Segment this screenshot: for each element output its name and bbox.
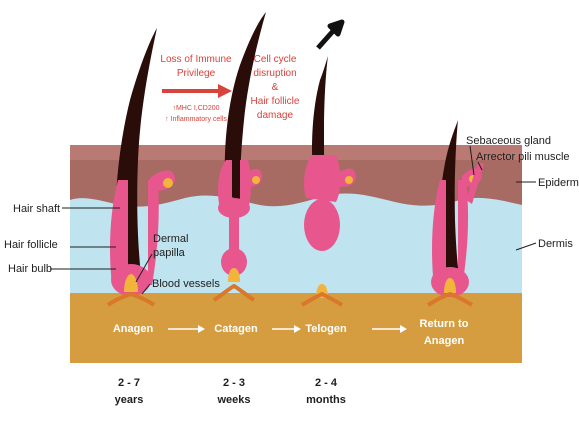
- annotation-immune-1: Loss of Immune: [160, 54, 232, 65]
- stage-catagen: Catagen: [214, 323, 258, 335]
- sebaceous-gland-dot: [345, 176, 353, 184]
- epithelial-strand: [229, 212, 239, 252]
- stage-anagen: Anagen: [113, 323, 154, 335]
- label-arrector-pili: Arrector pili muscle: [476, 151, 570, 163]
- duration-anagen-1: 2 - 7: [118, 377, 140, 389]
- stage-return-1: Return to: [420, 318, 469, 330]
- stage-return-2: Anagen: [424, 335, 465, 347]
- annotation-cellcycle-1: Cell cycle: [254, 54, 297, 65]
- duration-anagen-2: years: [115, 394, 144, 406]
- shedding-arrow: [318, 22, 342, 48]
- annotation-cellcycle-3: &: [272, 82, 279, 93]
- sebaceous-gland-dot: [163, 178, 173, 188]
- label-hair-follicle: Hair follicle: [4, 239, 58, 251]
- follicle-sheath: [304, 155, 341, 202]
- immune-privilege-arrowhead: [218, 84, 232, 98]
- stage-telogen: Telogen: [305, 323, 347, 335]
- duration-telogen-2: months: [306, 394, 346, 406]
- annotation-immune-2: Privilege: [177, 68, 216, 79]
- label-dermis: Dermis: [538, 238, 573, 250]
- annotation-cellcycle-4: Hair follicle: [251, 96, 300, 107]
- label-epidermis: Epiderm: [538, 177, 579, 189]
- annotation-cellcycle-2: disruption: [253, 68, 296, 79]
- annotation-immune-4: ↑ Inflammatory cells: [165, 116, 227, 123]
- duration-catagen-2: weeks: [216, 394, 250, 406]
- annotation-immune-3: ↑MHC I,CD200: [172, 105, 219, 112]
- label-sebaceous-gland: Sebaceous gland: [466, 135, 551, 147]
- sebaceous-gland-dot: [252, 176, 260, 184]
- label-hair-bulb: Hair bulb: [8, 263, 52, 275]
- duration-catagen-1: 2 - 3: [223, 377, 245, 389]
- duration-telogen-1: 2 - 4: [315, 377, 338, 389]
- label-hair-shaft: Hair shaft: [13, 203, 60, 215]
- annotation-cellcycle-5: damage: [257, 110, 294, 121]
- label-dermal-papilla-1: Dermal: [153, 233, 188, 245]
- club-hair: [304, 199, 340, 251]
- label-blood-vessels: Blood vessels: [152, 278, 220, 290]
- label-dermal-papilla-2: papilla: [153, 247, 186, 259]
